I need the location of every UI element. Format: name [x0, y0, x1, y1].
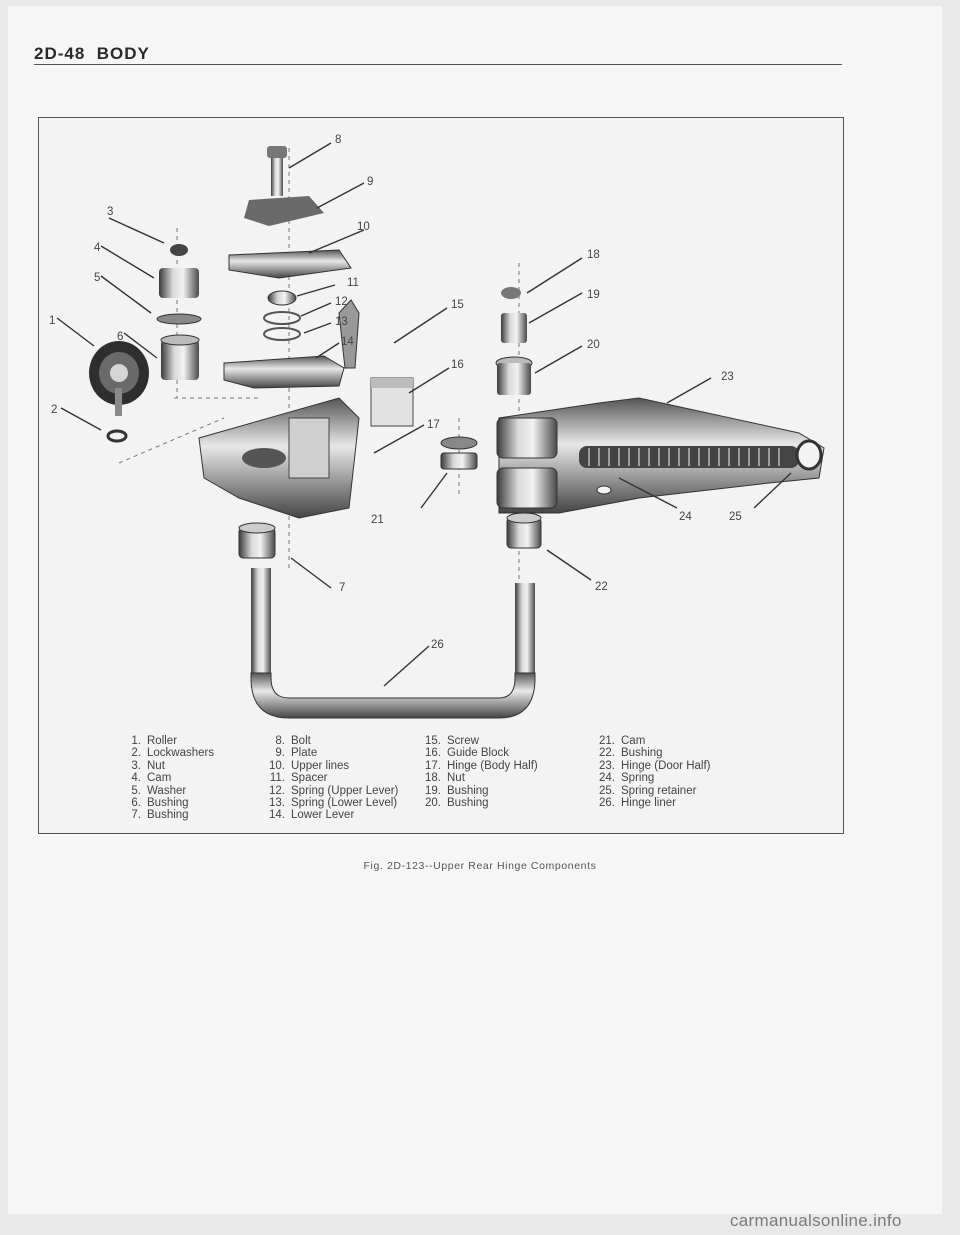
legend-item: 18.Nut [425, 772, 465, 785]
callout-12: 12 [335, 296, 348, 308]
legend-item: 12.Spring (Upper Lever) [269, 784, 399, 797]
callout-20: 20 [587, 339, 600, 351]
cam-part [440, 436, 478, 470]
legend-item: 1.Roller [131, 735, 178, 747]
legend-item: 24.Spring [599, 772, 655, 785]
callout-8: 8 [335, 134, 341, 146]
hinge-exploded-illustration: 3 4 5 1 6 2 8 9 10 11 12 13 14 15 16 17 … [49, 134, 825, 719]
legend-item: 17.Hinge (Body Half) [425, 759, 538, 772]
callout-13: 13 [335, 316, 348, 328]
legend-item: 6.Bushing [131, 797, 189, 810]
callout-4: 4 [94, 242, 101, 254]
header-rule [34, 64, 842, 65]
screw-and-guide-block [338, 299, 414, 427]
legend-item: 7.Bushing [131, 809, 189, 822]
legend-item: 22.Bushing [599, 747, 663, 760]
legend-item: 15.Screw [425, 735, 479, 747]
legend-column-3: 15.Screw 16.Guide Block 17.Hinge (Body H… [417, 735, 538, 809]
left-stack-parts [156, 244, 202, 380]
center-upper-parts [223, 146, 352, 389]
hinge-door-half [496, 397, 825, 514]
callout-22: 22 [595, 581, 608, 593]
callout-7: 7 [339, 582, 345, 594]
lockwasher-part [106, 429, 128, 443]
callout-3: 3 [107, 206, 113, 218]
legend-item: 10.Upper lines [269, 759, 350, 772]
callout-2: 2 [51, 404, 57, 416]
legend-item: 3.Nut [131, 759, 165, 772]
legend-item: 5.Washer [131, 784, 187, 797]
callout-1: 1 [49, 315, 55, 327]
page-header: 2D-48 BODY [34, 44, 150, 64]
leader-lines [56, 142, 792, 687]
section-title: BODY [96, 44, 150, 63]
callout-26: 26 [431, 639, 444, 651]
callout-6: 6 [117, 331, 123, 343]
legend-item: 2.Lockwashers [131, 747, 215, 760]
callout-17: 17 [427, 419, 440, 431]
callout-25: 25 [729, 511, 742, 523]
callout-16: 16 [451, 359, 464, 371]
site-watermark: carmanualsonline.info [730, 1211, 902, 1230]
right-stack-parts [495, 287, 533, 395]
callout-9: 9 [367, 176, 373, 188]
callout-11: 11 [347, 277, 359, 289]
legend-item: 25.Spring retainer [599, 784, 697, 797]
legend-item: 8.Bolt [275, 735, 311, 747]
legend-item: 16.Guide Block [425, 747, 510, 760]
legend-item: 20.Bushing [425, 797, 489, 810]
callout-labels: 3 4 5 1 6 2 8 9 10 11 12 13 14 15 16 17 … [49, 134, 742, 651]
legend-item: 21.Cam [599, 735, 646, 747]
roller-part [89, 341, 149, 416]
callout-21: 21 [371, 514, 384, 526]
legend-item: 14.Lower Lever [269, 809, 355, 822]
callout-24: 24 [679, 511, 692, 523]
legend-column-2: 8.Bolt 9.Plate 10.Upper lines 11.Spacer … [261, 735, 398, 822]
hinge-liner [250, 568, 536, 719]
callout-18: 18 [587, 249, 600, 261]
legend-item: 4.Cam [131, 772, 172, 785]
legend-column-1: 1.Roller 2.Lockwashers 3.Nut 4.Cam 5.Was… [117, 735, 214, 822]
legend-item: 9.Plate [275, 747, 318, 760]
callout-14: 14 [341, 336, 354, 348]
legend-item: 19.Bushing [425, 784, 489, 797]
legend-item: 26.Hinge liner [599, 797, 676, 810]
callout-15: 15 [451, 299, 464, 311]
legend-item: 11.Spacer [269, 772, 328, 785]
lower-bushings [238, 512, 542, 559]
figure-caption: Fig. 2D-123--Upper Rear Hinge Components [363, 860, 597, 872]
section-number: 2D-48 [34, 44, 86, 63]
hinge-body-half [198, 397, 360, 519]
callout-23: 23 [721, 371, 734, 383]
legend-column-4: 21.Cam 22.Bushing 23.Hinge (Door Half) 2… [591, 735, 710, 809]
callout-19: 19 [587, 289, 600, 301]
legend-item: 23.Hinge (Door Half) [599, 759, 711, 772]
callout-10: 10 [357, 221, 370, 233]
callout-5: 5 [94, 272, 100, 284]
figure-frame: 3 4 5 1 6 2 8 9 10 11 12 13 14 15 16 17 … [38, 117, 844, 834]
legend-item: 13.Spring (Lower Level) [269, 797, 398, 810]
